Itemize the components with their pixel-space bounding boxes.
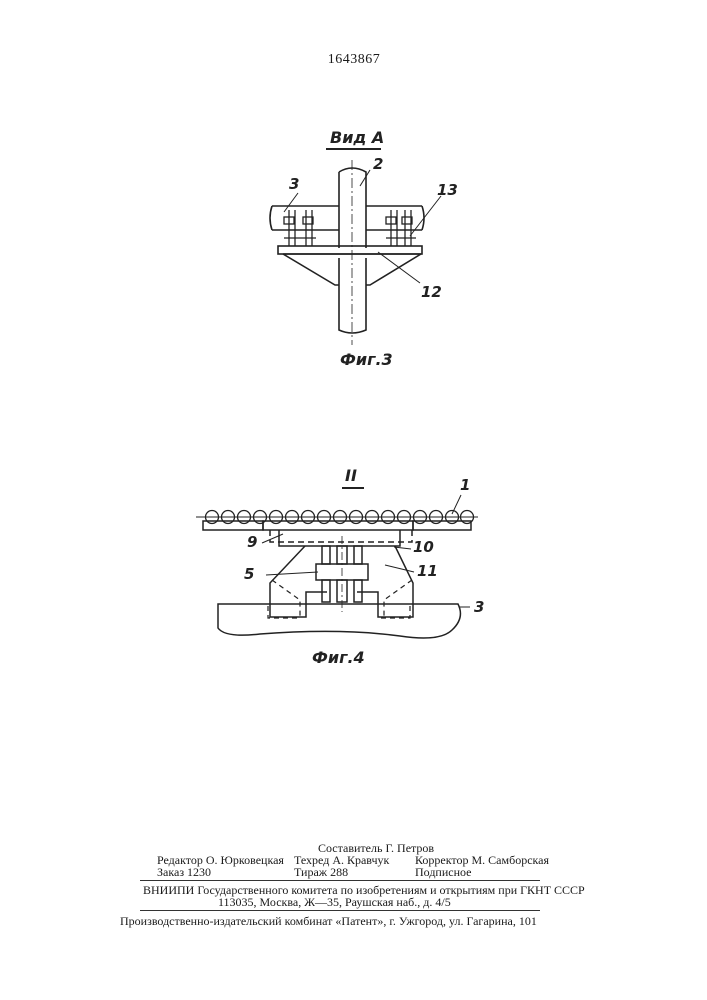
fig4-label-9: 9: [247, 533, 257, 551]
figure-4-caption: Фиг.4: [312, 648, 365, 667]
base: [218, 604, 460, 638]
colophon-subscription: Подписное: [415, 865, 472, 879]
colophon-order: Заказ 1230: [157, 865, 211, 879]
fig4-label-3: 3: [474, 598, 484, 616]
fig4-label-10: 10: [413, 538, 434, 556]
colophon-circulation: Тираж 288: [294, 865, 348, 879]
colophon-publisher: Производственно-издательский комбинат «П…: [120, 914, 537, 928]
fig4-label-11: 11: [417, 562, 438, 580]
housing: [279, 530, 400, 546]
wedge-block: [270, 546, 413, 617]
slide-dashed: [270, 530, 412, 542]
carrier-plate-left: [203, 521, 263, 530]
fig4-label-5: 5: [244, 565, 254, 583]
colophon-address: 113035, Москва, Ж—35, Раушская наб., д. …: [218, 895, 451, 909]
fig4-label-1: 1: [460, 476, 470, 494]
colophon-rule-top: [140, 880, 540, 881]
colophon-rule-bottom: [140, 910, 540, 911]
